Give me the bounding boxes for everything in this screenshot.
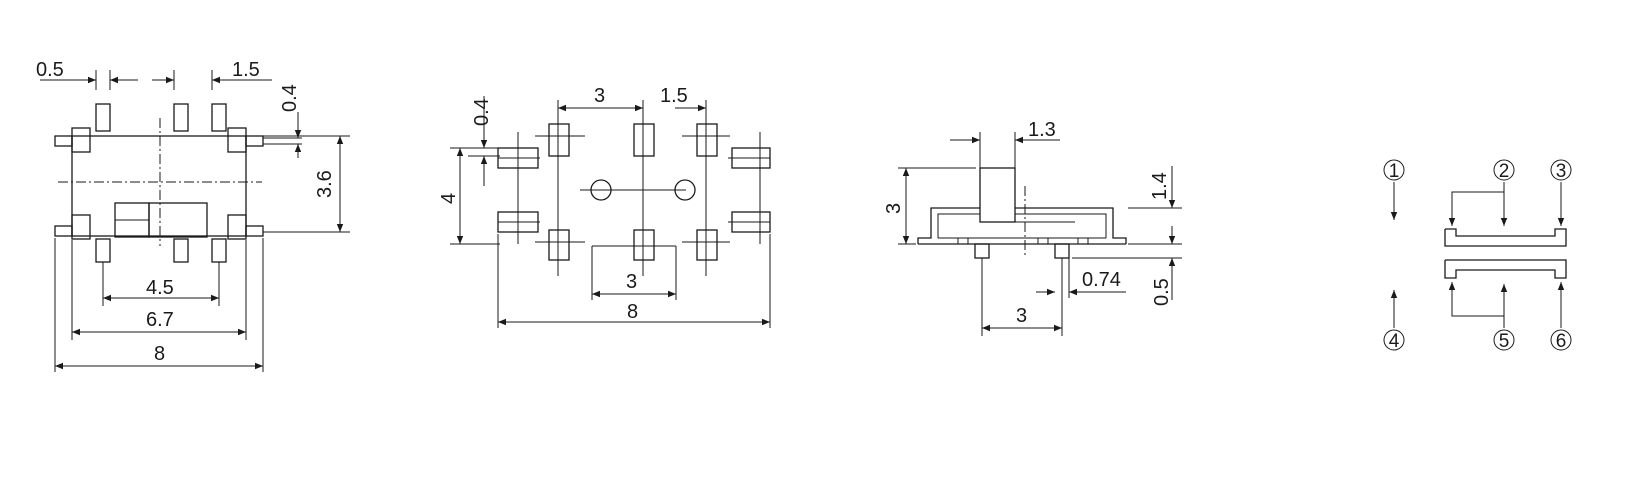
dim-pin-gap: 1.5 bbox=[232, 59, 260, 81]
svg-text:2: 2 bbox=[1499, 161, 1510, 182]
svg-text:4: 4 bbox=[1389, 331, 1400, 352]
dim-inner-span: 4.5 bbox=[146, 277, 174, 299]
svg-text:1: 1 bbox=[1389, 161, 1400, 182]
dim-pin-offset: 0.74 bbox=[1082, 269, 1121, 291]
dim-pitch-a: 3 bbox=[594, 85, 605, 107]
dim-pin-width: 0.5 bbox=[36, 59, 64, 81]
dim-top-offset: 0.4 bbox=[471, 98, 493, 126]
dim-footprint-height: 4 bbox=[438, 193, 460, 204]
pin-label-2: 2 bbox=[1493, 159, 1515, 182]
dim-body-height: 3.6 bbox=[314, 170, 336, 198]
dim-pitch-b: 1.5 bbox=[660, 85, 688, 107]
pin-label-1: 1 bbox=[1383, 159, 1405, 182]
dim-side-height: 3 bbox=[883, 203, 905, 214]
svg-text:6: 6 bbox=[1556, 331, 1567, 352]
pin-label-4: 4 bbox=[1383, 329, 1405, 352]
pin-label-5: 5 bbox=[1493, 329, 1515, 352]
pin-label-3: 3 bbox=[1550, 159, 1572, 182]
dim-overall-width: 8 bbox=[154, 343, 165, 365]
pin-label-6: 6 bbox=[1550, 329, 1572, 352]
svg-text:5: 5 bbox=[1499, 331, 1510, 352]
top-view: 0.5 1.5 0.4 3.6 4.5 6.7 8 bbox=[36, 59, 350, 372]
side-view: 1.3 3 1.4 0.5 0.74 3 bbox=[883, 119, 1182, 336]
footprint-view: 0.4 4 3 1.5 3 8 bbox=[438, 85, 771, 328]
svg-text:3: 3 bbox=[1556, 161, 1567, 182]
dim-footprint-width: 8 bbox=[627, 301, 638, 323]
dim-hole-spacing: 3 bbox=[626, 271, 637, 293]
dim-body-width: 6.7 bbox=[146, 309, 174, 331]
dim-tab-thickness: 0.4 bbox=[279, 84, 301, 112]
dim-actuator-height: 1.4 bbox=[1149, 172, 1171, 200]
dim-actuator-width: 1.3 bbox=[1028, 119, 1056, 141]
dim-pin-span: 3 bbox=[1016, 305, 1027, 327]
schematic-view: 1 2 3 4 5 6 bbox=[1383, 159, 1572, 352]
dim-standoff: 0.5 bbox=[1151, 278, 1173, 306]
